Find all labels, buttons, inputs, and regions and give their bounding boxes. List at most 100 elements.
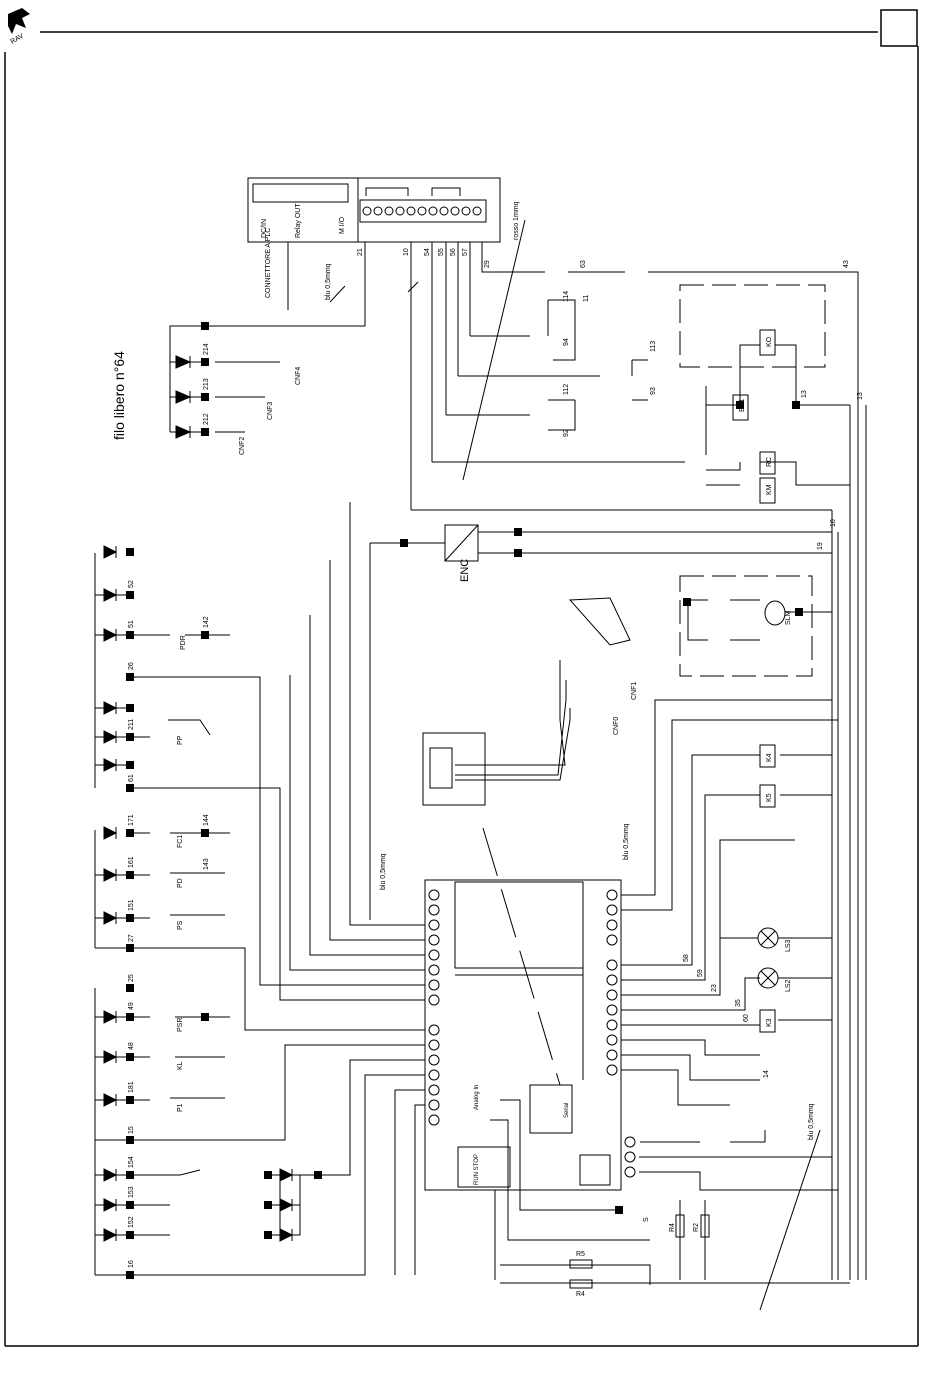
wire-label: 43 xyxy=(843,260,850,268)
wire-label: 114 xyxy=(563,291,570,302)
wire-label: 212 xyxy=(203,413,210,425)
wire-label: 142 xyxy=(203,616,210,628)
wire-label: 49 xyxy=(128,1002,135,1010)
resistor-r5: R5 xyxy=(576,1251,585,1258)
wire-label: 181 xyxy=(128,1081,135,1093)
relay-k4: K4 xyxy=(766,753,773,762)
wire-label: 14 xyxy=(763,1070,770,1078)
relay-ko: KO xyxy=(766,336,773,347)
wire-spec-rosso: rosso 1mmq xyxy=(513,201,520,240)
sensor-pd: PD xyxy=(177,878,184,888)
wire-label: 213 xyxy=(203,378,210,390)
wire-label: 21 xyxy=(357,248,364,256)
encoder-block xyxy=(444,524,479,562)
connector-cnf1: CNF1 xyxy=(631,682,638,700)
encoder-label: ENC xyxy=(459,559,471,582)
wire-label: 15 xyxy=(128,1126,135,1134)
relay-k5: K5 xyxy=(766,793,773,802)
wire-label: 10 xyxy=(830,519,837,527)
wire-label: 60 xyxy=(743,1014,750,1022)
plc-unit-top xyxy=(247,177,501,243)
wire-label: 54 xyxy=(424,248,431,256)
sheet-frame xyxy=(4,9,919,1347)
wire-label: 94 xyxy=(563,338,570,346)
relay-km: KM xyxy=(766,484,773,495)
sensor-fc1: FC1 xyxy=(177,835,184,848)
wire-label: 16 xyxy=(128,1260,135,1268)
wire-label: 35 xyxy=(735,999,742,1007)
connector-cnf3: CNF3 xyxy=(267,402,274,420)
wire-spec-blu-bottom: blu 0,5mmq xyxy=(808,1103,815,1140)
plc-runstop-label: RUN STOP xyxy=(474,1154,480,1185)
wire-label: 11 xyxy=(583,295,590,302)
wire-label: 55 xyxy=(438,248,445,256)
free-wire-note: filo libero n°64 xyxy=(111,351,127,440)
wire-label: 143 xyxy=(203,858,210,870)
wire-label: 113 xyxy=(650,341,657,352)
wire-label: 13 xyxy=(857,392,864,400)
wire-label: 51 xyxy=(128,620,135,628)
wire-label: 112 xyxy=(563,384,570,395)
connector-cnf0: CNF0 xyxy=(613,717,620,735)
wires xyxy=(94,219,867,1311)
resistor-r2: R2 xyxy=(693,1223,700,1232)
connector-cnf2: CNF2 xyxy=(239,437,246,455)
svg-text:RAV: RAV xyxy=(10,33,26,46)
wire-label: 57 xyxy=(462,248,469,256)
plc-serial-label: Serial xyxy=(564,1103,570,1118)
wire-label: 59 xyxy=(697,969,704,977)
sensor-pdr: PDR xyxy=(180,635,187,650)
wire-label: 19 xyxy=(817,542,824,550)
terminal-block-top xyxy=(362,206,482,216)
sensor-kl: KL xyxy=(177,1061,184,1070)
lamp-ls2: LS2 xyxy=(785,979,792,992)
wire-label: 13 xyxy=(801,390,808,398)
plc-label-dcin: DC/IN xyxy=(261,219,268,238)
wire-spec-blu-right: blu 0,5mmq xyxy=(623,823,630,860)
wire-label: 92 xyxy=(563,429,570,437)
wire-label: 211 xyxy=(128,719,135,730)
wire-label: 154 xyxy=(128,1156,135,1168)
wire-label: 48 xyxy=(128,1042,135,1050)
wire-label: 93 xyxy=(650,387,657,395)
switch-s: S xyxy=(643,1217,650,1222)
wire-spec-blu-top: blu 0,5mmq xyxy=(325,263,332,300)
plc-label-relay: Relay OUT xyxy=(295,203,302,238)
wire-label: 214 xyxy=(203,343,210,355)
wire-label: 171 xyxy=(128,814,135,826)
relay-rc: RC xyxy=(766,457,773,467)
wire-label: 153 xyxy=(128,1186,135,1198)
wire-label: 52 xyxy=(128,580,135,588)
sensor-pp: PP xyxy=(177,735,184,745)
terminal-squares xyxy=(126,322,803,1279)
motor-label: SLM xyxy=(785,610,792,625)
wire-label: 144 xyxy=(203,814,210,826)
wire-label: 27 xyxy=(128,934,135,942)
sensor-p1: P1 xyxy=(177,1103,184,1112)
connector-cnf4: CNF4 xyxy=(295,367,302,385)
wire-label: 10 xyxy=(403,248,410,256)
sensor-ps: PS xyxy=(177,920,184,930)
wire-label: 161 xyxy=(128,856,135,868)
diodes xyxy=(103,355,294,1242)
wire-spec-blu-main: blu 0,5mmq xyxy=(380,853,387,890)
relay-k3: K3 xyxy=(766,1018,773,1027)
wire-number-labels: 21 10 54 55 56 57 29 63 43 114 11 113 11… xyxy=(128,248,864,1268)
wire-label: 151 xyxy=(128,899,135,911)
valve-ev1: EV1 xyxy=(739,399,746,412)
wire-label: 56 xyxy=(450,248,457,256)
wire-label: 61 xyxy=(128,774,135,782)
wire-label: 58 xyxy=(683,954,690,962)
wire-label: 23 xyxy=(711,984,718,992)
plc-connector-label: CONNETTORE A PLC xyxy=(265,228,272,298)
brand-logo: RAV xyxy=(8,8,30,46)
wire-label: 152 xyxy=(128,1216,135,1228)
wire-label: 26 xyxy=(128,662,135,670)
plc-terminals-left xyxy=(428,889,440,1126)
wire-label: 63 xyxy=(580,260,587,268)
wire-label: 29 xyxy=(484,260,491,268)
plc-analog-label: Analog In xyxy=(474,1085,480,1110)
resistor-r4-b: R4 xyxy=(669,1223,676,1232)
sensor-psr: PSR xyxy=(177,1018,184,1032)
